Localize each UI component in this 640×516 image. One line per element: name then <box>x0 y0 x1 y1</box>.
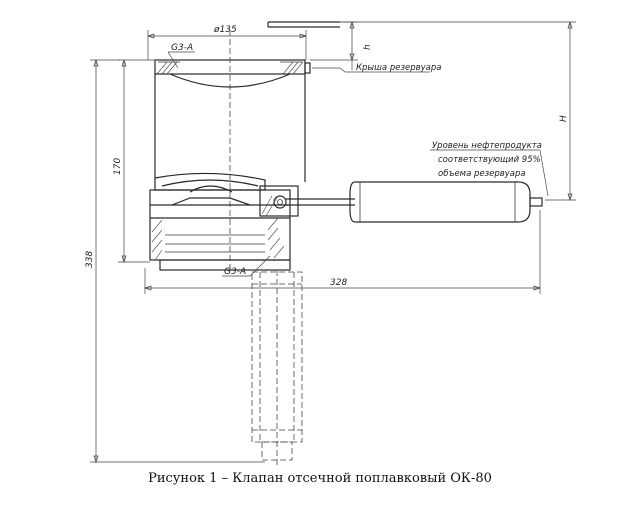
roof-plate <box>267 21 340 28</box>
dim-h: h <box>310 20 373 70</box>
dim-H-label: H <box>559 115 569 122</box>
level-label-2: соответствующий 95% <box>438 155 541 165</box>
thread-top-callout: G3-A <box>167 43 195 69</box>
thread-top-label: G3-A <box>171 43 193 53</box>
level-label-1: Уровень нефтепродукта <box>432 141 542 151</box>
roof-callout: Крыша резервуара <box>312 63 441 73</box>
dim-H: H <box>340 20 576 202</box>
dim-height-338: 338 <box>85 58 265 464</box>
level-callout: Уровень нефтепродукта соответствующий 95… <box>430 141 549 197</box>
figure-caption: Рисунок 1 – Клапан отсечной поплавковый … <box>148 471 492 486</box>
dim-diameter: ø135 <box>146 25 308 60</box>
dim-h-label: h <box>363 44 373 50</box>
dim-width-label: 328 <box>330 278 347 288</box>
thread-bottom-label: G3-A <box>224 267 246 277</box>
thread-bottom-callout: G3-A <box>222 255 271 277</box>
dim-width: 328 <box>143 210 542 294</box>
dim-height-170: 170 <box>113 58 155 264</box>
dim-height-170-label: 170 <box>113 158 123 175</box>
level-label-3: объема резервуара <box>438 169 526 179</box>
upper-housing <box>154 30 311 270</box>
lower-tube <box>251 270 303 465</box>
roof-label: Крыша резервуара <box>356 63 441 73</box>
dim-height-338-label: 338 <box>85 251 95 268</box>
lower-body <box>149 172 299 271</box>
dim-diameter-label: ø135 <box>213 25 237 35</box>
float-assembly <box>286 181 543 223</box>
